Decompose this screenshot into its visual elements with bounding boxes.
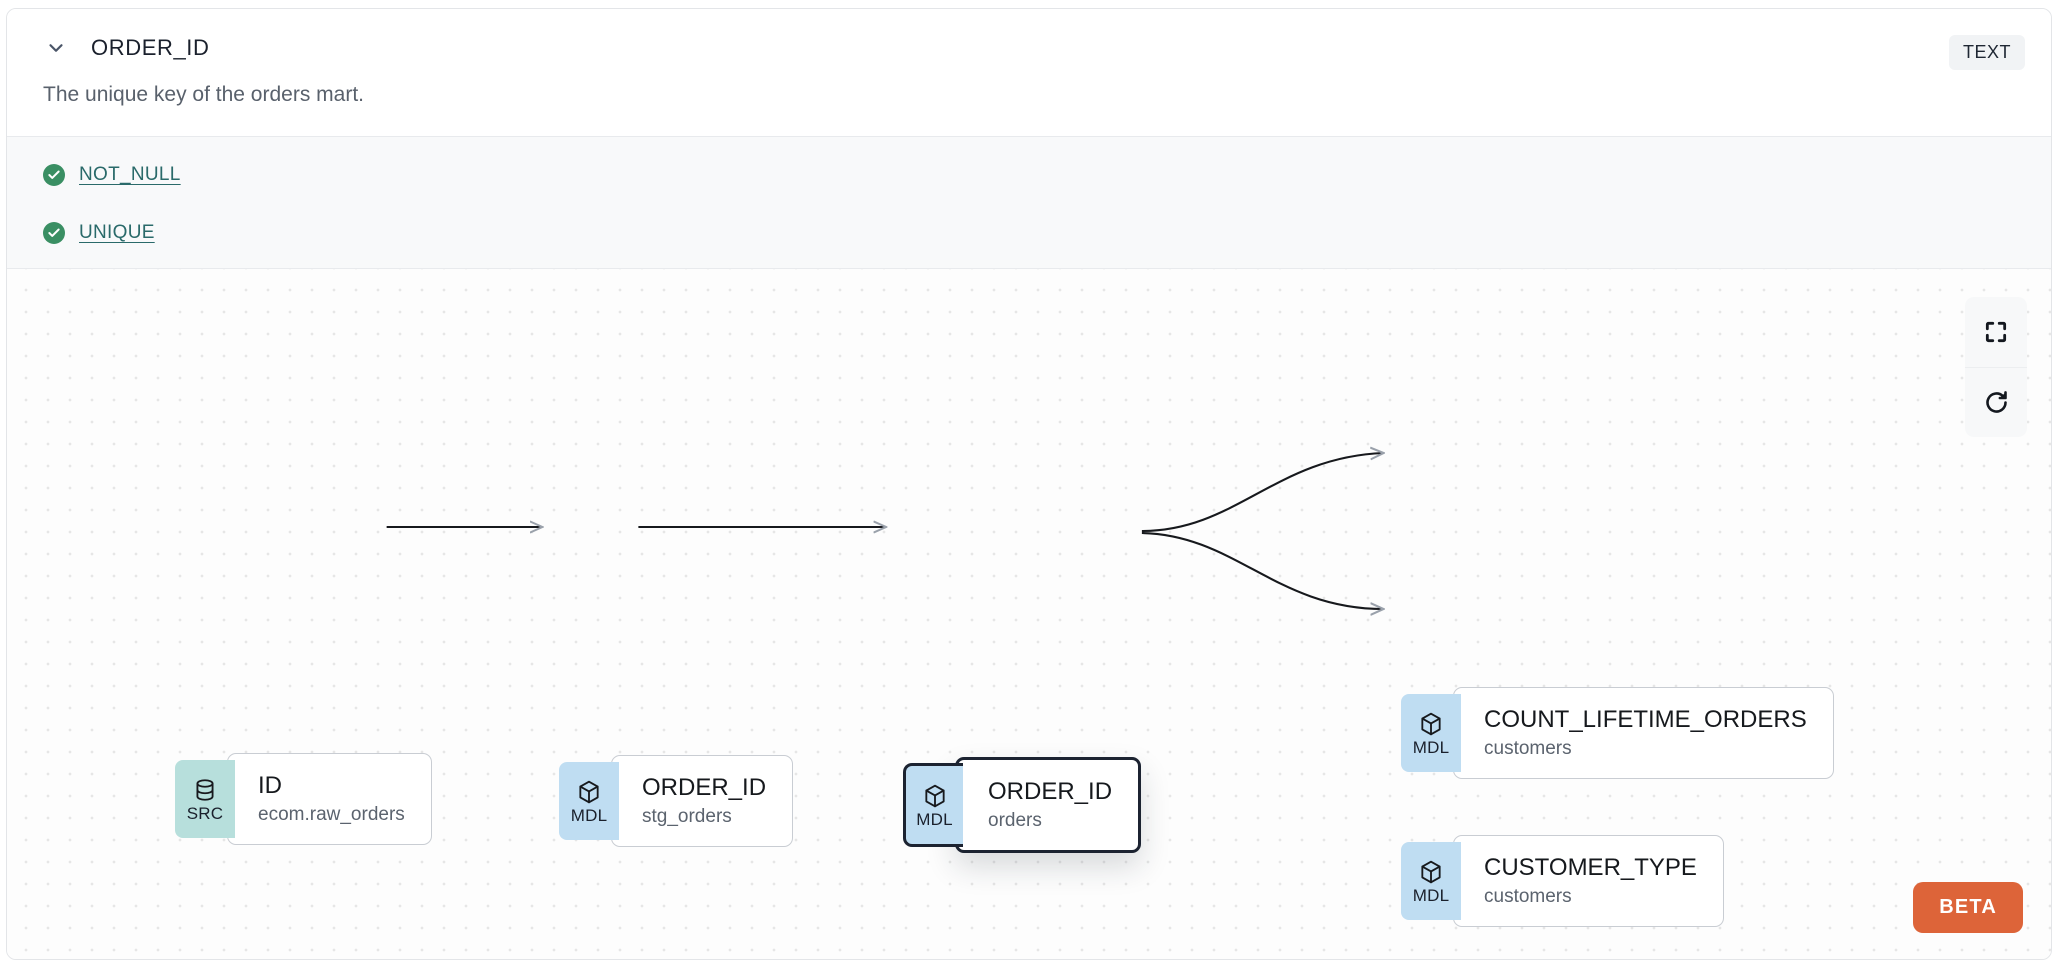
test-link-unique[interactable]: UNIQUE — [79, 222, 155, 243]
lineage-node-stg-order-id[interactable]: MDL ORDER_ID stg_orders — [559, 755, 794, 847]
lineage-edges — [386, 269, 2051, 959]
header-row: ORDER_ID — [7, 9, 2051, 61]
node-subtitle: orders — [988, 809, 1042, 831]
cube-icon — [579, 781, 599, 804]
node-name: ORDER_ID — [642, 774, 767, 801]
lineage-node-customer-type[interactable]: MDL CUSTOMER_TYPE customers — [1401, 835, 1724, 927]
node-body: ORDER_ID stg_orders — [611, 755, 794, 847]
node-subtitle: customers — [1484, 885, 1572, 907]
node-badge-mdl: MDL — [1401, 693, 1461, 772]
node-badge-mdl: MDL — [1401, 841, 1461, 920]
node-subtitle: ecom.raw_orders — [258, 803, 405, 825]
node-name: ORDER_ID — [988, 778, 1113, 805]
column-detail-card: ORDER_ID TEXT The unique key of the orde… — [6, 8, 2052, 960]
node-badge-src: SRC — [175, 759, 235, 838]
lineage-node-orders-order-id[interactable]: MDL ORDER_ID orders — [903, 757, 1142, 853]
node-badge-mdl: MDL — [903, 762, 963, 847]
check-circle-icon — [43, 164, 65, 186]
cube-icon — [1421, 861, 1441, 884]
node-subtitle: customers — [1484, 737, 1572, 759]
lineage-graph-canvas[interactable]: SRC ID ecom.raw_orders MDL ORDER_ID stg_… — [7, 269, 2051, 959]
database-icon — [196, 779, 214, 801]
node-badge-label: MDL — [1412, 738, 1450, 758]
node-badge-label: MDL — [916, 810, 953, 830]
node-body: CUSTOMER_TYPE customers — [1453, 835, 1724, 927]
node-name: ID — [258, 772, 282, 799]
node-badge-label: SRC — [186, 804, 224, 824]
cube-icon — [924, 785, 945, 808]
fullscreen-icon[interactable] — [1965, 297, 2027, 367]
node-body: COUNT_LIFETIME_ORDERS customers — [1453, 687, 1834, 779]
check-circle-icon — [43, 222, 65, 244]
node-body: ORDER_ID orders — [955, 757, 1142, 853]
node-name: CUSTOMER_TYPE — [1484, 854, 1697, 881]
node-badge-label: MDL — [1412, 886, 1450, 906]
refresh-icon[interactable] — [1965, 367, 2027, 437]
edge-orders-to-count-lifetime — [1141, 453, 1384, 533]
test-row: NOT_NULL — [43, 155, 2051, 195]
beta-badge[interactable]: BETA — [1913, 882, 2023, 933]
node-subtitle: stg_orders — [642, 805, 732, 827]
column-type-badge: TEXT — [1948, 35, 2025, 70]
chevron-down-icon[interactable] — [43, 35, 69, 61]
lineage-node-count-lifetime-orders[interactable]: MDL COUNT_LIFETIME_ORDERS customers — [1401, 687, 1834, 779]
tests-section: NOT_NULL UNIQUE — [7, 136, 2051, 269]
card-header: ORDER_ID TEXT The unique key of the orde… — [7, 9, 2051, 136]
edge-orders-to-customer-type — [1141, 531, 1384, 609]
cube-icon — [1421, 713, 1441, 736]
test-link-not-null[interactable]: NOT_NULL — [79, 164, 181, 185]
node-body: ID ecom.raw_orders — [227, 753, 432, 845]
node-name: COUNT_LIFETIME_ORDERS — [1484, 706, 1807, 733]
test-row: UNIQUE — [43, 213, 2051, 253]
lineage-node-src-id[interactable]: SRC ID ecom.raw_orders — [175, 753, 432, 845]
node-badge-label: MDL — [570, 806, 608, 826]
node-badge-mdl: MDL — [559, 761, 619, 840]
canvas-controls — [1965, 297, 2027, 437]
page-title: ORDER_ID — [91, 35, 210, 60]
column-description: The unique key of the orders mart. — [43, 83, 364, 106]
